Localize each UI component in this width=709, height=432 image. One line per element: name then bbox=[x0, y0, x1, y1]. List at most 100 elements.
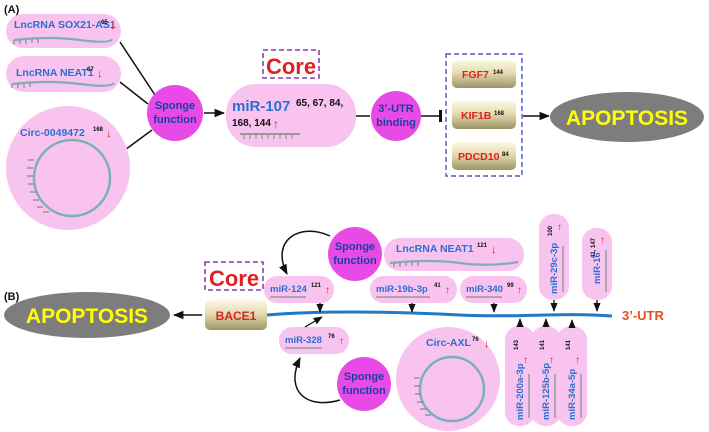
circ-axl-node: Circ-AXL 76 ↓ bbox=[396, 327, 500, 431]
binding-arrow bbox=[304, 316, 323, 328]
reference-number: 141 bbox=[566, 339, 572, 350]
reference-number: 84 bbox=[502, 152, 509, 158]
target-name: FGF7 bbox=[462, 69, 489, 81]
mir124-node: miR-124 121 ↑ bbox=[264, 276, 334, 303]
circular-rna-icon bbox=[418, 355, 486, 423]
reference-number: 76 bbox=[472, 337, 479, 343]
mir16-node: miR-16 41, 147 ↑ bbox=[582, 228, 612, 300]
mir29c-node: miR-29c-3p 100 ↑ bbox=[539, 214, 569, 300]
mrna-utr-line bbox=[266, 310, 613, 318]
mir107-node: miR-107 65, 67, 84, 168, 144 ↑ bbox=[226, 84, 356, 147]
mir124-label: miR-124 bbox=[270, 284, 308, 295]
connector-line bbox=[119, 41, 156, 96]
rna-bases bbox=[414, 377, 431, 416]
mir19b-label: miR-19b-3p bbox=[376, 284, 428, 295]
mir107-refs1: 65, 67, 84, bbox=[296, 98, 343, 109]
rna-strand-icon bbox=[11, 80, 115, 87]
circ-0049472-label: Circ-0049472 bbox=[20, 127, 85, 139]
sponge-function-bottom: Sponge function bbox=[337, 357, 391, 411]
core-box: Core bbox=[262, 49, 320, 79]
reference-number: 168 bbox=[93, 127, 104, 133]
up-arrow-icon: ↑ bbox=[557, 222, 562, 233]
apoptosis-label: APOPTOSIS bbox=[26, 305, 148, 328]
down-arrow-icon: ↓ bbox=[484, 338, 490, 350]
rna-bases bbox=[393, 262, 419, 267]
reference-number: 168 bbox=[494, 111, 505, 117]
connector-line bbox=[119, 81, 149, 105]
up-arrow-icon: ↑ bbox=[549, 355, 554, 366]
rna-bases bbox=[27, 159, 49, 213]
lncrna-neat1-node: LncRNA NEAT1 67 ↓ bbox=[6, 56, 121, 92]
down-arrow-icon: ↓ bbox=[106, 128, 112, 140]
rna-bases bbox=[11, 83, 31, 88]
core-box: Core bbox=[204, 261, 264, 291]
sponge-label-line2: function bbox=[333, 255, 377, 267]
mir200a-node: miR-200a-3p 143 ↑ bbox=[505, 326, 535, 426]
mir16-label: miR-16 bbox=[592, 252, 603, 284]
mir328-label: miR-328 bbox=[285, 335, 322, 346]
target-name: PDCD10 bbox=[458, 151, 500, 163]
bace1-label: BACE1 bbox=[216, 309, 257, 323]
utr-label-line1: 3’-UTR bbox=[378, 103, 414, 115]
reference-number: 67 bbox=[87, 67, 94, 73]
up-arrow-icon: ↑ bbox=[273, 117, 279, 131]
target-name: KIF1B bbox=[461, 110, 492, 122]
reference-number: 144 bbox=[493, 70, 504, 76]
mirna-bases bbox=[243, 134, 293, 139]
sponge-label-line1: Sponge bbox=[344, 371, 384, 383]
mir34a-label: miR-34a-5p bbox=[567, 369, 578, 420]
down-arrow-icon: ↓ bbox=[97, 68, 103, 80]
reference-number: 100 bbox=[548, 225, 554, 236]
mir200a-label: miR-200a-3p bbox=[515, 363, 526, 420]
up-arrow-icon: ↑ bbox=[523, 355, 528, 366]
lncrna-neat1-label: LncRNA NEAT1 bbox=[396, 243, 474, 255]
circular-rna-icon bbox=[32, 138, 112, 218]
panel-b-label: (B) bbox=[4, 291, 20, 303]
mir107-label: miR-107 bbox=[232, 98, 290, 115]
target-fgf7: FGF7 144 bbox=[452, 60, 516, 88]
circ-0049472-node: Circ-0049472 168 ↓ bbox=[6, 106, 130, 230]
core-label: Core bbox=[209, 266, 259, 291]
utr-binding-node: 3’-UTR binding bbox=[371, 91, 421, 141]
up-arrow-icon: ↑ bbox=[325, 285, 330, 296]
down-arrow-icon: ↓ bbox=[491, 244, 497, 256]
rna-strand-icon bbox=[389, 259, 519, 266]
lncrna-neat1-b-node: LncRNA NEAT1 121 ↓ bbox=[384, 238, 524, 271]
mir29c-label: miR-29c-3p bbox=[549, 243, 560, 294]
sponge-label-line2: function bbox=[153, 114, 197, 126]
panel-a-label: (A) bbox=[4, 4, 20, 16]
bace1-node: BACE1 bbox=[205, 300, 267, 330]
target-pdcd10: PDCD10 84 bbox=[452, 142, 516, 170]
rna-bases bbox=[13, 39, 39, 44]
sponge-label-line1: Sponge bbox=[155, 100, 195, 112]
mir340-node: miR-340 99 ↑ bbox=[460, 276, 527, 303]
reference-number: 141 bbox=[540, 339, 546, 350]
lncrna-sox21-label: LncRNA SOX21-AS1 bbox=[14, 19, 116, 31]
mir107-refs2: 168, 144 bbox=[232, 118, 271, 129]
sponge-label-line2: function bbox=[342, 385, 386, 397]
apoptosis-node-a: APOPTOSIS bbox=[550, 92, 704, 142]
apoptosis-label: APOPTOSIS bbox=[566, 107, 688, 130]
lncrna-sox21-as1-node: LncRNA SOX21-AS1 65 ↓ bbox=[6, 14, 121, 48]
core-label: Core bbox=[266, 54, 316, 79]
utr-label: 3’-UTR bbox=[622, 308, 665, 323]
up-arrow-icon: ↑ bbox=[339, 336, 344, 347]
circ-axl-label: Circ-AXL bbox=[426, 337, 472, 349]
reference-number: 99 bbox=[507, 283, 514, 289]
mir19b-node: miR-19b-3p 41 ↑ bbox=[370, 276, 457, 303]
up-arrow-icon: ↑ bbox=[575, 355, 580, 366]
up-arrow-icon: ↑ bbox=[600, 235, 605, 246]
up-arrow-icon: ↑ bbox=[517, 285, 522, 296]
mir328-node: miR-328 76 ↑ bbox=[279, 327, 349, 354]
mir125b-node: miR-125b-5p 141 ↑ bbox=[531, 326, 561, 426]
apoptosis-node-b: APOPTOSIS bbox=[4, 292, 170, 338]
targets-box bbox=[445, 53, 523, 177]
reference-number: 143 bbox=[514, 339, 520, 350]
mir125b-label: miR-125b-5p bbox=[541, 363, 552, 420]
reference-number: 121 bbox=[311, 283, 322, 289]
lncrna-neat1-label: LncRNA NEAT1 bbox=[16, 67, 94, 79]
down-arrow-icon: ↓ bbox=[110, 20, 116, 32]
sponge-function-node: Sponge function bbox=[147, 85, 203, 141]
utr-label-line2: binding bbox=[376, 117, 416, 129]
